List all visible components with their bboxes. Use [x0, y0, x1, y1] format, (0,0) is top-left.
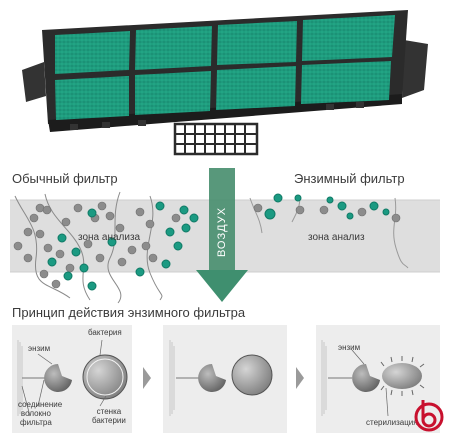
ordinary-filter-label: Обычный фильтр [12, 171, 118, 186]
step1-wall-label: стенка бактерии [92, 407, 126, 425]
principle-diagram [12, 325, 440, 433]
logo-icon [414, 400, 444, 432]
airflow-label: ВОЗДУХ [216, 206, 228, 258]
airflow-arrow-icon [196, 168, 248, 302]
principle-title: Принцип действия энзимного фильтра [12, 305, 246, 320]
enzyme-filter-label: Энзимный фильтр [294, 171, 405, 186]
step1-enzyme-label: энзим [28, 344, 51, 353]
chevron-right-icon [296, 367, 304, 389]
step3-enzyme-label: энзим [338, 343, 361, 352]
analysis-zone-right-label: зона анализ [308, 232, 365, 243]
step1-bacteria-label: бактерия [88, 328, 122, 337]
step1-connection-label: соединение [18, 400, 63, 409]
analysis-zone-left-label: зона анализа [78, 232, 141, 243]
step1-fiber-label: волокно фильтра [20, 409, 52, 427]
step3-sterilization-label: стерилизация [366, 418, 418, 427]
chevron-right-icon [143, 367, 151, 389]
filter-cartridge-image [22, 10, 428, 156]
